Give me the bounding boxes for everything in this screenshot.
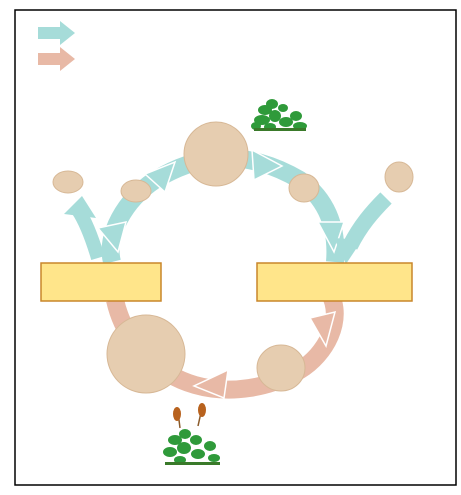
diagram-frame [15, 10, 456, 485]
cell-left-small [53, 171, 83, 193]
cell-upper-left-small [121, 180, 151, 202]
left-box-rect [41, 263, 161, 301]
left-process-box [41, 263, 161, 301]
right-process-box [257, 263, 412, 301]
right-box-rect [257, 263, 412, 301]
cell-far-right-small [385, 162, 413, 192]
cell-top-large [184, 122, 248, 186]
cell-bottom-right-medium [257, 345, 305, 391]
cell-bottom-left-large [107, 315, 185, 393]
cell-upper-right-small [289, 174, 319, 202]
